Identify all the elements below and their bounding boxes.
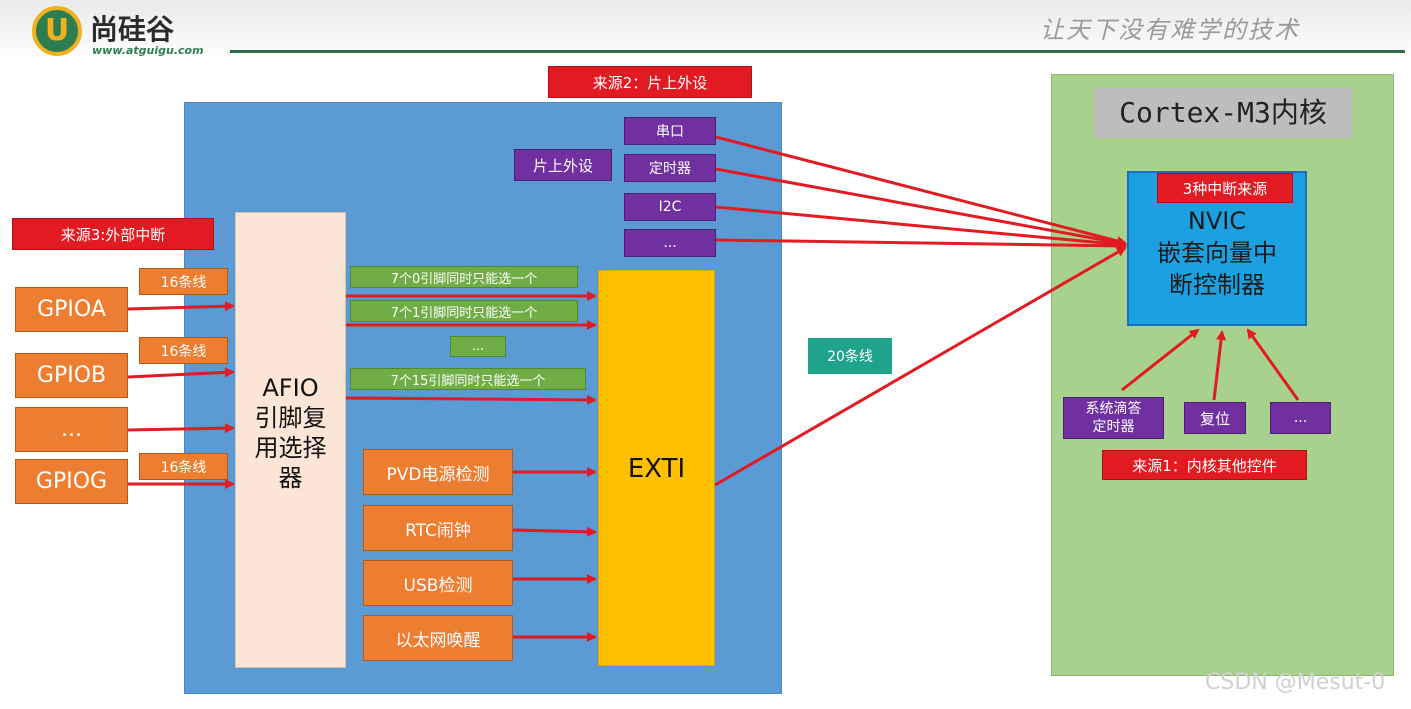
peripheral-timer: 定时器 [624, 154, 716, 182]
pin-select-label: 7个0引脚同时只能选一个 [350, 266, 578, 288]
peripheral-uart: 串口 [624, 117, 716, 145]
afio-box: AFIO 引脚复 用选择 器 [235, 212, 346, 668]
peripheral-i2c: I2C [624, 193, 716, 221]
slogan: 让天下没有难学的技术 [1040, 16, 1300, 44]
arrow [1121, 328, 1200, 392]
peripheral-more: ... [624, 229, 716, 257]
pvd-box: PVD电源检测 [363, 449, 513, 495]
logo-url: www.atguigu.com [92, 44, 204, 57]
gpiob-box: GPIOB [15, 353, 128, 398]
arrow [512, 526, 597, 537]
logo-icon [32, 6, 82, 56]
arrow [714, 246, 1127, 487]
three-sources-label: 3种中断来源 [1157, 173, 1293, 203]
source1-label: 来源1：内核其他控件 [1102, 450, 1307, 480]
lines16-label: 16条线 [139, 337, 228, 364]
logo-mark: U [44, 13, 70, 48]
pin-select-label: 7个1引脚同时只能选一个 [350, 300, 578, 322]
gpiog-box: GPIOG [15, 459, 128, 504]
rtc-box: RTC闹钟 [363, 505, 513, 551]
source2-label: 来源2：片上外设 [548, 66, 752, 98]
lines16-label: 16条线 [139, 453, 228, 480]
exti-box: EXTI [598, 270, 715, 666]
logo-text: 尚硅谷 [90, 13, 175, 46]
header-divider [230, 50, 1405, 53]
cortex-title: Cortex-M3内核 [1094, 88, 1352, 138]
arrow [1246, 328, 1300, 401]
arrow [127, 423, 235, 434]
usb-box: USB检测 [363, 560, 513, 606]
lines16-label: 16条线 [139, 268, 228, 295]
gpio-more-box: ... [15, 407, 128, 452]
arrow [715, 238, 1127, 251]
core-more-box: ... [1270, 402, 1331, 434]
arrow [127, 367, 235, 379]
lines20-label: 20条线 [808, 338, 892, 374]
arrow [127, 301, 235, 312]
arrow [345, 394, 597, 405]
arrow [1212, 330, 1227, 401]
peripheral-label: 片上外设 [514, 149, 612, 181]
arrow [715, 205, 1127, 250]
systick-box: 系统滴答 定时器 [1063, 397, 1164, 439]
pin-select-label: ... [450, 336, 506, 357]
source3-label: 来源3:外部中断 [12, 218, 214, 250]
reset-box: 复位 [1184, 402, 1246, 434]
ethernet-box: 以太网唤醒 [363, 615, 513, 661]
watermark: CSDN @Mesut-0 [1205, 670, 1386, 695]
pin-select-label: 7个15引脚同时只能选一个 [350, 368, 586, 390]
gpioa-box: GPIOA [15, 287, 128, 332]
arrow [715, 167, 1127, 248]
arrow [715, 135, 1127, 246]
